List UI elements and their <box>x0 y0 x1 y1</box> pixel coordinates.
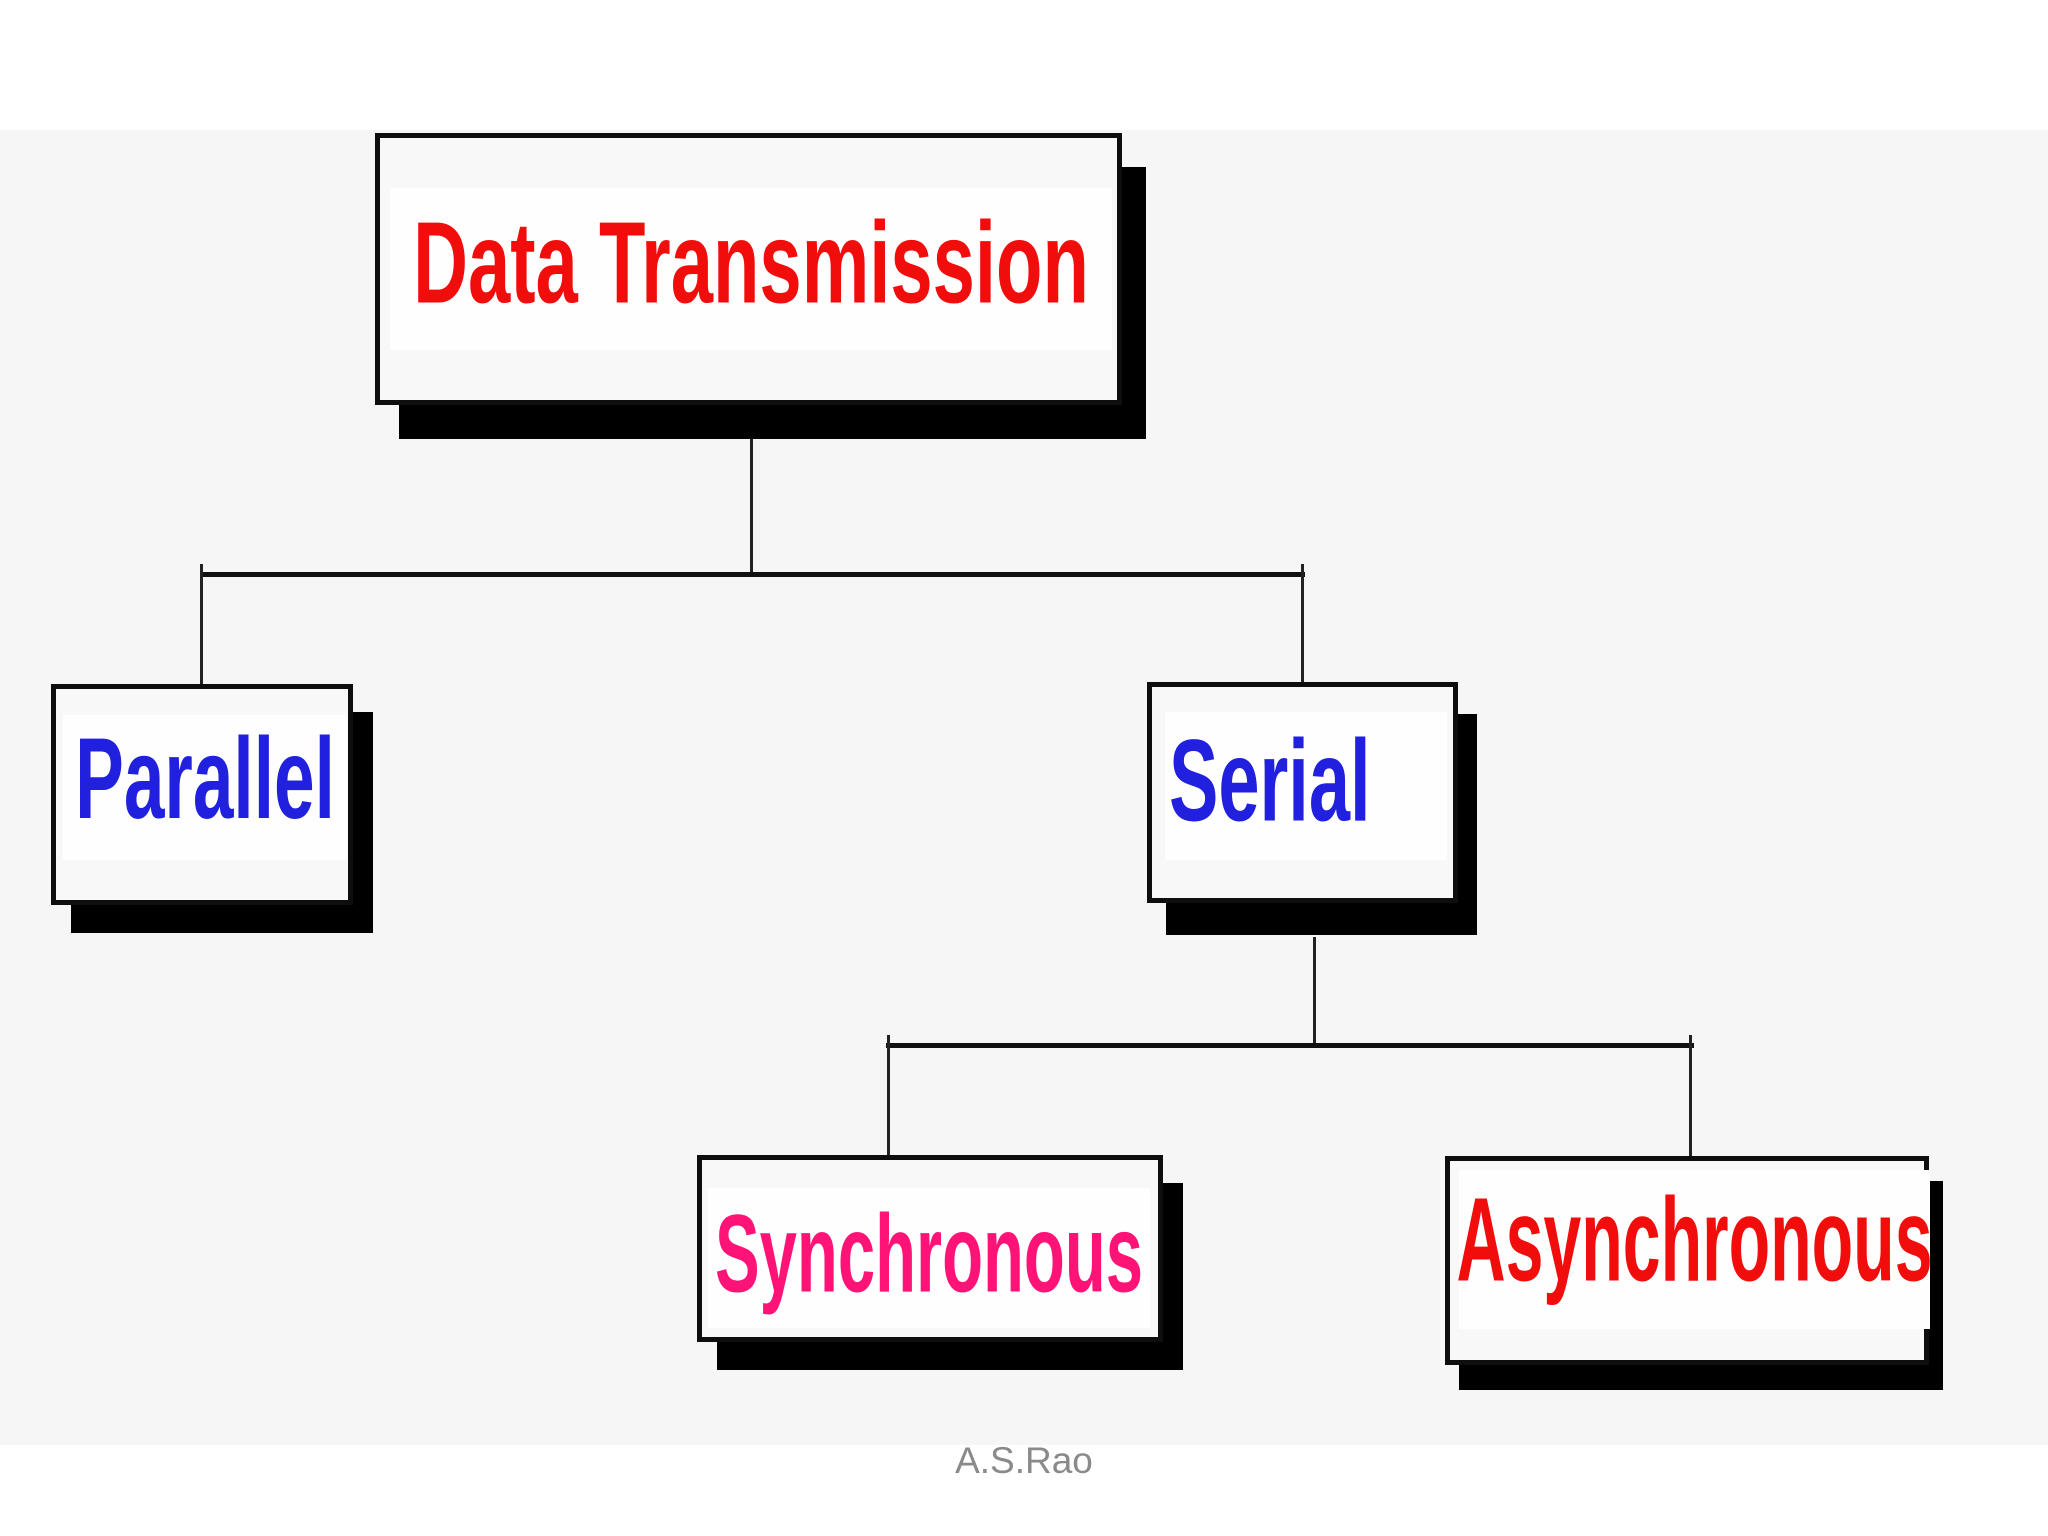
connector-level2-bar <box>886 1043 1694 1048</box>
author-credit: A.S.Rao <box>955 1440 1093 1481</box>
connector-dt-trunk <box>750 436 753 576</box>
node-data-transmission: Data Transmission <box>375 133 1122 405</box>
node-asynchronous: Asynchronous <box>1445 1156 1933 1365</box>
node-asynchronous-label: Asynchronous <box>1456 1173 1933 1306</box>
node-synchronous-label-background: Synchronous <box>708 1188 1150 1328</box>
node-serial-label-background: Serial <box>1165 712 1447 860</box>
connector-to-asynchronous <box>1689 1035 1692 1156</box>
node-parallel-label: Parallel <box>75 715 335 844</box>
node-asynchronous-label-background: Asynchronous <box>1456 1170 1933 1329</box>
node-parallel: Parallel <box>51 684 353 905</box>
connector-level1-bar <box>200 572 1305 577</box>
node-synchronous-label: Synchronous <box>714 1192 1144 1316</box>
node-data-transmission-label: Data Transmission <box>413 197 1089 329</box>
node-data-transmission-label-background: Data Transmission <box>390 188 1112 350</box>
node-parallel-label-background: Parallel <box>63 715 347 860</box>
node-serial-label: Serial <box>1169 714 1371 846</box>
node-serial: Serial <box>1147 682 1458 903</box>
connector-to-serial <box>1301 564 1304 682</box>
connector-serial-trunk <box>1313 937 1316 1047</box>
node-synchronous: Synchronous <box>697 1155 1163 1342</box>
connector-to-parallel <box>200 564 203 684</box>
connector-to-synchronous <box>887 1035 890 1155</box>
